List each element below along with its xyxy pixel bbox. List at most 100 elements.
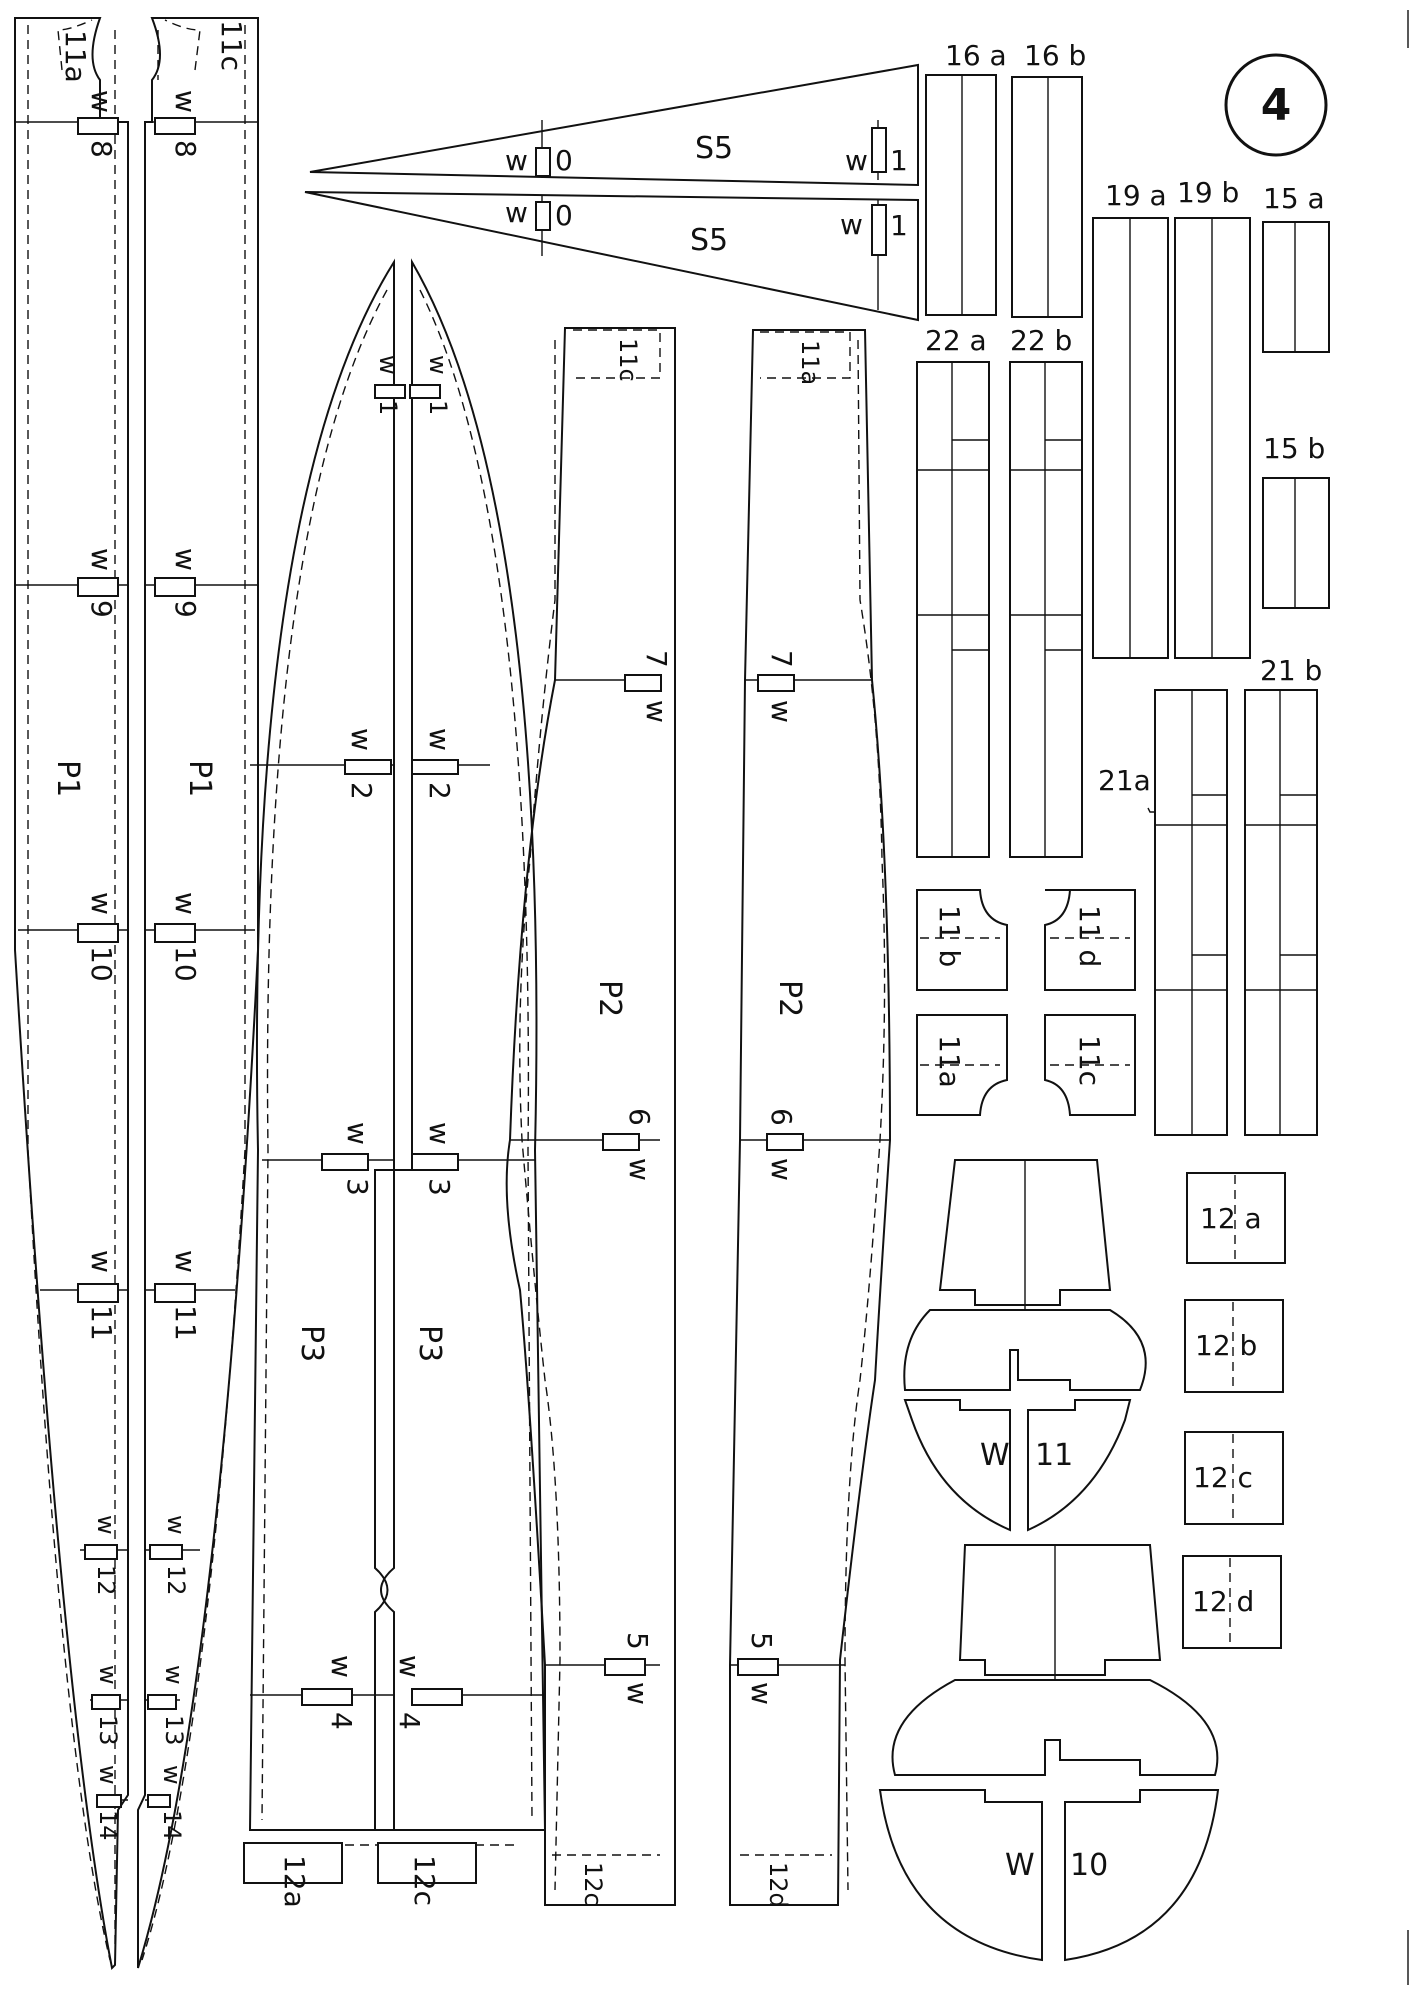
label-w-1b: w	[424, 355, 452, 375]
part-21b: 21 b	[1244, 654, 1322, 1136]
label-12-left: 12	[92, 1565, 120, 1596]
part-former-w11: W 11	[903, 1159, 1147, 1532]
label-w-6a: w	[623, 1158, 656, 1181]
label-w-14a: w	[94, 1765, 122, 1785]
label-w10-10: 10	[1070, 1848, 1108, 1883]
label-6b: 6	[765, 1108, 798, 1126]
label-s5-lower: S5	[690, 223, 728, 258]
label-8a: 8	[85, 140, 118, 158]
part-15b: 15 b	[1262, 432, 1330, 609]
label-p3-right: P3	[412, 1325, 447, 1362]
label-w-7a: w	[640, 700, 673, 723]
part-p2-right: 11a 7 w P2 6 w 5 w 12d	[729, 329, 892, 1908]
label-w-9b: w	[169, 548, 202, 571]
label-10b: 10	[169, 946, 202, 982]
label-11d: 11 d	[1073, 905, 1106, 967]
part-12a: 12 a	[1186, 1172, 1286, 1264]
label-11b: 11 b	[933, 905, 966, 967]
label-w-3b: w	[423, 1122, 456, 1145]
label-14-right: 14	[158, 1810, 186, 1841]
label-11c-top: 11c	[215, 20, 248, 71]
label-w-11b: w	[169, 1250, 202, 1273]
part-16b: 16 b	[1011, 39, 1086, 318]
label-9b: 9	[169, 600, 202, 618]
part-22b: 22 b	[1009, 324, 1083, 858]
label-14-left: 14	[94, 1810, 122, 1841]
label-w-9a: w	[85, 548, 118, 571]
page-number: 4	[1261, 80, 1292, 131]
label-p1-left: P1	[50, 760, 85, 797]
label-w-13a: w	[94, 1665, 122, 1685]
label-w-5b: w	[745, 1682, 778, 1705]
label-p2-left: P2	[592, 980, 627, 1017]
label-w11-11: 11	[1035, 1438, 1073, 1473]
label-w-4a: w	[325, 1655, 358, 1678]
label-12c-square: 12 c	[1193, 1461, 1253, 1494]
label-w-12b: w	[162, 1515, 190, 1535]
label-2b: 2	[423, 782, 456, 800]
label-22b: 22 b	[1010, 324, 1072, 357]
label-19a: 19 a	[1105, 179, 1167, 212]
label-1-s5b: 1	[890, 209, 908, 242]
part-19a: 19 a	[1092, 179, 1169, 659]
label-w-s5b-right: w	[840, 208, 863, 241]
label-w-3a: w	[341, 1122, 374, 1145]
label-10a: 10	[85, 946, 118, 982]
label-12a-square: 12 a	[1200, 1202, 1262, 1235]
label-11c-p2: 11c	[614, 338, 642, 382]
label-12d-p2: 12d	[764, 1862, 792, 1908]
part-p2-left: 11c 7 w P2 6 w 5 w 12c	[505, 327, 676, 1906]
label-11a-left: 11a	[59, 30, 92, 83]
part-16a: 16 a	[925, 39, 1007, 316]
label-w-2b: w	[423, 728, 456, 751]
label-w-2a: w	[345, 728, 378, 751]
label-4a: 4	[325, 1712, 358, 1730]
label-12c-p2: 12c	[579, 1862, 607, 1906]
label-6a: 6	[623, 1108, 656, 1126]
label-3b: 3	[423, 1178, 456, 1196]
page-number-badge: 4	[1224, 53, 1328, 157]
label-p2-right: P2	[772, 980, 807, 1017]
label-15b: 15 b	[1263, 432, 1325, 465]
part-12c: 12 c	[1184, 1431, 1284, 1525]
label-9a: 9	[85, 600, 118, 618]
label-5b: 5	[745, 1632, 778, 1650]
part-22a: 22 a	[916, 324, 990, 858]
label-p3-left: P3	[294, 1325, 329, 1362]
part-11b: 11 b	[916, 889, 1008, 991]
label-2a: 2	[345, 782, 378, 800]
label-w-10b: w	[169, 892, 202, 915]
label-13-left: 13	[94, 1715, 122, 1746]
label-19b: 19 b	[1177, 176, 1239, 209]
label-w-1a: w	[374, 355, 402, 375]
label-w-12a: w	[92, 1515, 120, 1535]
label-p1-right: P1	[182, 760, 217, 797]
label-w-10a: w	[85, 892, 118, 915]
part-p3-left: w 1 w 2 w 3 P3 w 4 12a	[243, 258, 406, 1908]
label-w-6b: w	[765, 1158, 798, 1181]
label-21a: 21a	[1098, 764, 1151, 797]
label-21b: 21 b	[1260, 654, 1322, 687]
label-w-11a: w	[85, 1250, 118, 1273]
part-s5-upper: w 0 S5 w 1	[309, 63, 919, 187]
label-12d-square: 12 d	[1192, 1585, 1254, 1618]
label-11-right: 11	[169, 1305, 202, 1341]
label-0b: 0	[555, 199, 573, 232]
part-p3-right: w 1 w 2 w 3 P3 w 4 12c	[374, 258, 547, 1906]
label-12b-square: 12 b	[1195, 1329, 1257, 1362]
part-p1-left: 11a w 8 w 9 P1 w 10 w 11 w 12 w 13 w 14	[14, 17, 129, 1971]
label-12c-bottom: 12c	[408, 1855, 441, 1906]
part-19b: 19 b	[1174, 176, 1251, 659]
label-7a: 7	[640, 650, 673, 668]
label-12-right: 12	[162, 1565, 190, 1596]
label-8b: 8	[169, 140, 202, 158]
label-w-s5a-left: w	[505, 144, 528, 177]
part-11d: 11 d	[1044, 889, 1136, 991]
label-w-s5a-right: w	[845, 144, 868, 177]
label-w10-W: W	[1005, 1848, 1035, 1883]
part-s5-lower: w 0 S5 w 1	[304, 191, 919, 322]
part-12d: 12 d	[1182, 1555, 1282, 1649]
label-11a-p2: 11a	[796, 340, 824, 385]
label-11c-small: 11c	[1073, 1035, 1106, 1086]
